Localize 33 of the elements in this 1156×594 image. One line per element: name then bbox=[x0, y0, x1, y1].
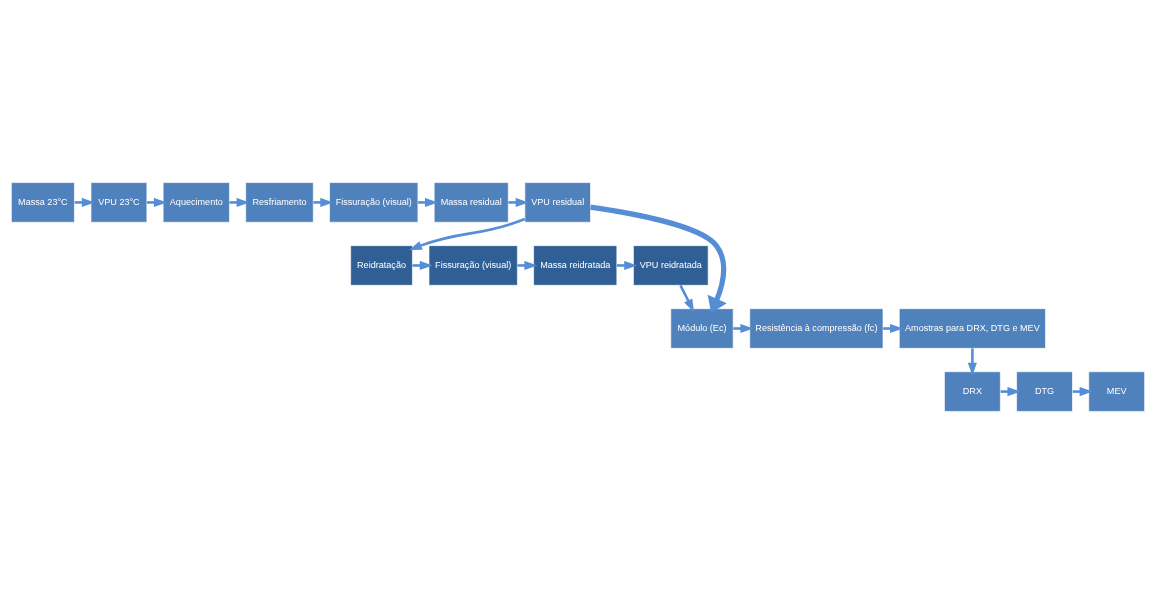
node-box: Massa reidratada bbox=[533, 245, 618, 286]
arrow bbox=[1072, 387, 1093, 397]
arrow bbox=[313, 197, 334, 207]
node-box: VPU reidratada bbox=[633, 245, 709, 286]
node-box: DRX bbox=[944, 371, 1001, 412]
arrow bbox=[408, 217, 526, 251]
node-box: Módulo (Ec) bbox=[670, 308, 734, 349]
arrow bbox=[147, 197, 167, 207]
node-box: VPU residual bbox=[524, 182, 591, 223]
node-box: Resistência à compressão (fc) bbox=[749, 308, 884, 349]
node-box: VPU 23°C bbox=[90, 182, 148, 223]
arrow bbox=[733, 323, 754, 334]
arrow bbox=[967, 348, 977, 376]
node-box: Fissuração (visual) bbox=[329, 182, 419, 223]
arrow bbox=[679, 284, 695, 313]
node-box: MEV bbox=[1088, 371, 1145, 412]
node-box: Reidratação bbox=[350, 245, 413, 286]
node-box: Massa 23°C bbox=[11, 182, 75, 223]
node-box: Resfriamento bbox=[245, 182, 314, 223]
arrow bbox=[508, 197, 529, 207]
node-box: Massa residual bbox=[433, 182, 509, 223]
node-box: Aquecimento bbox=[162, 182, 230, 223]
arrow bbox=[883, 323, 904, 334]
arrow bbox=[590, 204, 727, 313]
arrow bbox=[517, 260, 538, 271]
node-box: Fissuração (visual) bbox=[428, 245, 518, 286]
node-box: DTG bbox=[1016, 371, 1073, 412]
arrow bbox=[229, 197, 250, 207]
arrow bbox=[74, 197, 95, 207]
arrow bbox=[412, 260, 433, 271]
arrow bbox=[616, 260, 638, 271]
arrow bbox=[418, 197, 438, 207]
node-box: Amostras para DRX, DTG e MEV bbox=[898, 308, 1046, 349]
